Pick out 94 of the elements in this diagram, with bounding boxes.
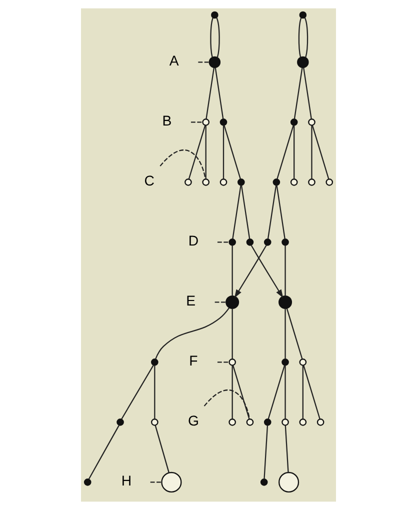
connector (294, 68, 303, 119)
connector (267, 185, 277, 240)
connector (312, 125, 330, 180)
connector (222, 125, 224, 180)
node-circle (161, 472, 182, 492)
node-circle (202, 178, 210, 186)
node-circle (308, 118, 316, 126)
node-circle (228, 418, 236, 426)
arrow (250, 244, 284, 298)
node-circle (220, 178, 228, 186)
node-circle (297, 56, 309, 68)
connector (284, 245, 286, 296)
node-text: H (121, 472, 132, 489)
node-circle (260, 478, 268, 486)
node-circle (278, 472, 300, 492)
connector (88, 425, 120, 480)
node-circle (290, 118, 298, 126)
node-circle (116, 418, 124, 426)
node-circle (246, 238, 254, 246)
connector (284, 308, 286, 359)
connector (268, 365, 286, 420)
node-circle (202, 118, 210, 126)
connector (303, 365, 320, 420)
node-circle (237, 178, 245, 186)
node-circle (184, 178, 192, 186)
node-circle (290, 178, 298, 186)
connector (304, 18, 308, 58)
node-circle (278, 295, 292, 309)
connector (264, 425, 268, 480)
node-circle (316, 418, 324, 426)
connector (232, 245, 233, 296)
node-circle (228, 238, 236, 246)
node-circle (264, 418, 272, 426)
node-circle (228, 358, 236, 366)
connector (276, 125, 294, 180)
node-text: A (169, 52, 179, 69)
node-circle (84, 478, 92, 486)
node-circle (264, 238, 272, 246)
connector (232, 185, 242, 240)
node-text: F (189, 352, 198, 369)
connector (150, 482, 162, 483)
node-circle (299, 358, 307, 366)
connector (232, 365, 233, 420)
node-circle (151, 418, 158, 426)
connector (217, 242, 230, 243)
node-circle (246, 418, 254, 426)
connector (224, 125, 242, 180)
connector (206, 68, 215, 119)
connector (188, 125, 206, 180)
connector (191, 122, 203, 123)
connector (217, 362, 230, 363)
connector (276, 185, 286, 240)
node-text: C (144, 172, 154, 189)
connector (214, 68, 224, 119)
connector (154, 425, 170, 473)
node-text: B (162, 112, 172, 129)
connector (210, 18, 214, 58)
arrow (234, 244, 267, 298)
node-circle (282, 238, 289, 246)
connector (284, 425, 289, 472)
node-text: D (188, 232, 199, 249)
node-circle (282, 358, 289, 366)
connector (204, 390, 250, 420)
node-circle (226, 295, 240, 309)
connector (155, 307, 230, 360)
connector (216, 18, 220, 58)
connector (154, 365, 156, 420)
node-circle (299, 11, 307, 19)
node-circle (220, 118, 228, 126)
connector (284, 365, 286, 420)
connector (160, 150, 206, 180)
connector (298, 18, 302, 58)
node-circle (272, 178, 280, 186)
connector (286, 308, 303, 360)
node-circle (282, 418, 289, 426)
node-circle (326, 178, 334, 186)
connector (294, 125, 295, 180)
node-circle (151, 358, 158, 366)
connector (303, 68, 312, 119)
connector (205, 125, 206, 180)
connector (198, 62, 210, 63)
connector (302, 365, 304, 420)
node-circle (308, 178, 316, 186)
node-text: G (188, 412, 199, 429)
node-circle (211, 11, 218, 19)
connector (214, 302, 226, 303)
connector (232, 365, 250, 420)
connector (240, 185, 250, 240)
connector (232, 308, 233, 359)
node-text: E (186, 292, 196, 309)
connector (121, 365, 154, 420)
node-circle (208, 56, 221, 68)
node-circle (299, 418, 307, 426)
connector (311, 125, 312, 180)
